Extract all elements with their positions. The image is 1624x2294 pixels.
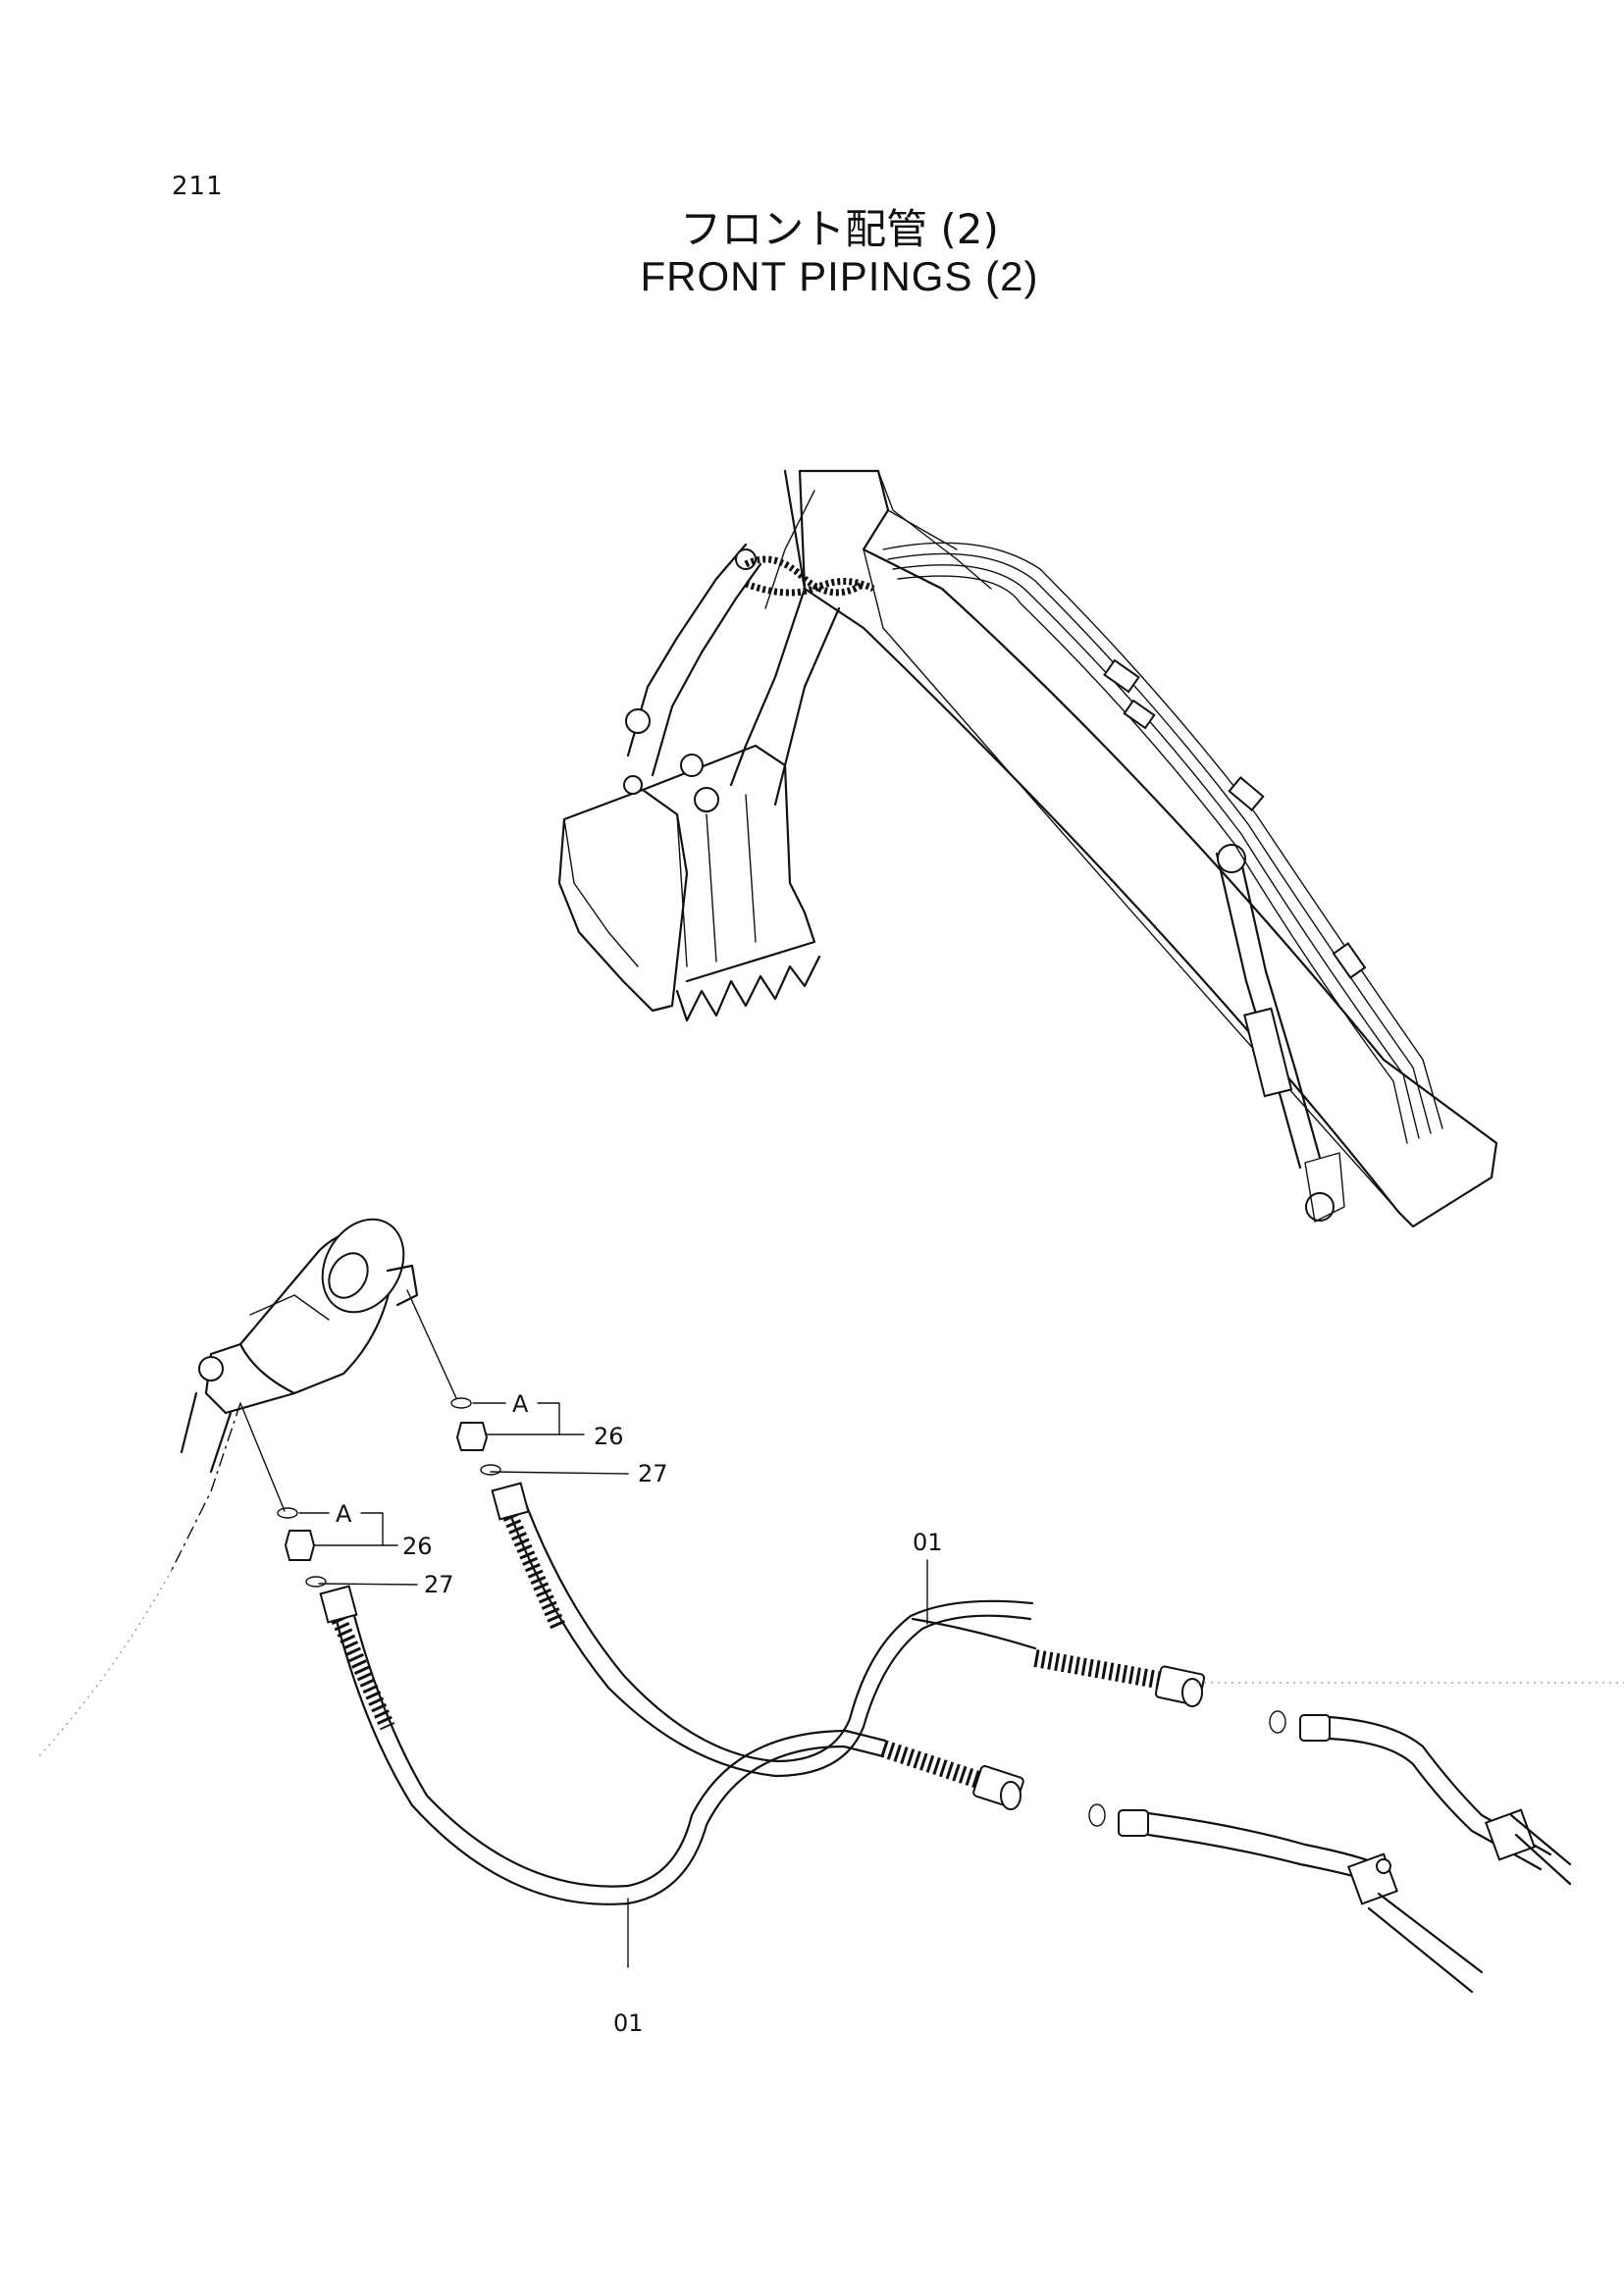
callout-a-upper: A xyxy=(512,1390,529,1418)
hose-assembly-icon: 01 01 xyxy=(319,1482,1206,2037)
callout-01-upper: 01 xyxy=(913,1529,943,1556)
callout-27-upper: 27 xyxy=(638,1460,668,1487)
callout-a-lower: A xyxy=(336,1500,352,1528)
callout-group-upper: A 26 27 xyxy=(450,1390,668,1487)
callout-26-lower: 26 xyxy=(402,1533,433,1560)
callout-26-upper: 26 xyxy=(594,1423,624,1450)
pipe-clamp-icon xyxy=(1088,1682,1624,1994)
page-number: 211 xyxy=(172,172,224,201)
callout-group-lower: A 26 27 xyxy=(277,1500,454,1598)
callout-01-lower: 01 xyxy=(613,2009,644,2037)
arm-cylinder-end-icon xyxy=(38,1218,457,1757)
callout-27-lower: 27 xyxy=(424,1571,454,1598)
page-title-japanese: フロント配管 (2) xyxy=(680,205,999,253)
page-title-english: FRONT PIPINGS (2) xyxy=(640,253,1039,299)
excavator-front-icon xyxy=(557,469,1498,1228)
